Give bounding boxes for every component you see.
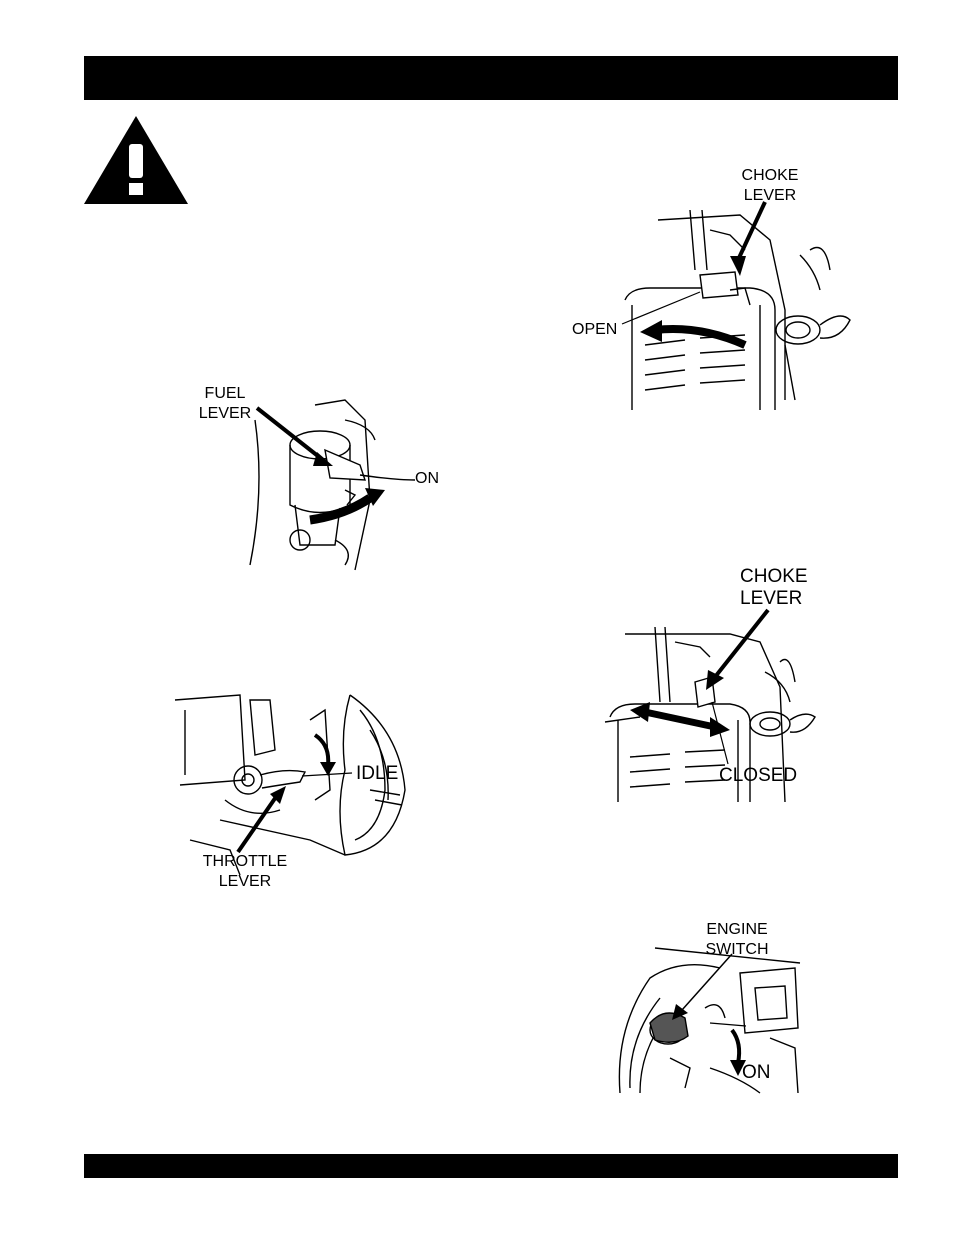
- header-bar: [84, 56, 898, 100]
- engine-switch-on-label: ON: [742, 1062, 771, 1084]
- fuel-lever-label-line1: FUEL: [190, 384, 260, 404]
- engine-switch-label-line2: SWITCH: [692, 940, 782, 960]
- fuel-on-label: ON: [415, 469, 439, 489]
- choke-closed-lever-label-line2: LEVER: [740, 588, 808, 610]
- choke-open-lever-label-line1: CHOKE: [730, 166, 810, 186]
- throttle-lever-figure: IDLE THROTTLE LEVER: [170, 690, 410, 890]
- engine-switch-label-line1: ENGINE: [692, 920, 782, 940]
- choke-open-figure: CHOKE LEVER OPEN: [570, 160, 860, 420]
- choke-open-illustration: [570, 160, 860, 420]
- throttle-idle-label: IDLE: [356, 763, 398, 785]
- choke-open-label: OPEN: [572, 320, 617, 340]
- choke-closed-figure: CHOKE LEVER CLOSED: [600, 562, 850, 802]
- fuel-lever-figure: FUEL LEVER ON: [195, 380, 445, 570]
- throttle-lever-label-line1: THROTTLE: [190, 852, 300, 872]
- choke-closed-label: CLOSED: [719, 765, 797, 787]
- footer-bar: [84, 1154, 898, 1178]
- throttle-lever-label-line2: LEVER: [190, 872, 300, 892]
- choke-open-lever-label-line2: LEVER: [730, 186, 810, 206]
- fuel-lever-label-line2: LEVER: [190, 404, 260, 424]
- warning-icon: [84, 116, 188, 206]
- choke-closed-lever-label-line1: CHOKE: [740, 566, 808, 588]
- engine-switch-figure: ENGINE SWITCH ON: [610, 918, 810, 1098]
